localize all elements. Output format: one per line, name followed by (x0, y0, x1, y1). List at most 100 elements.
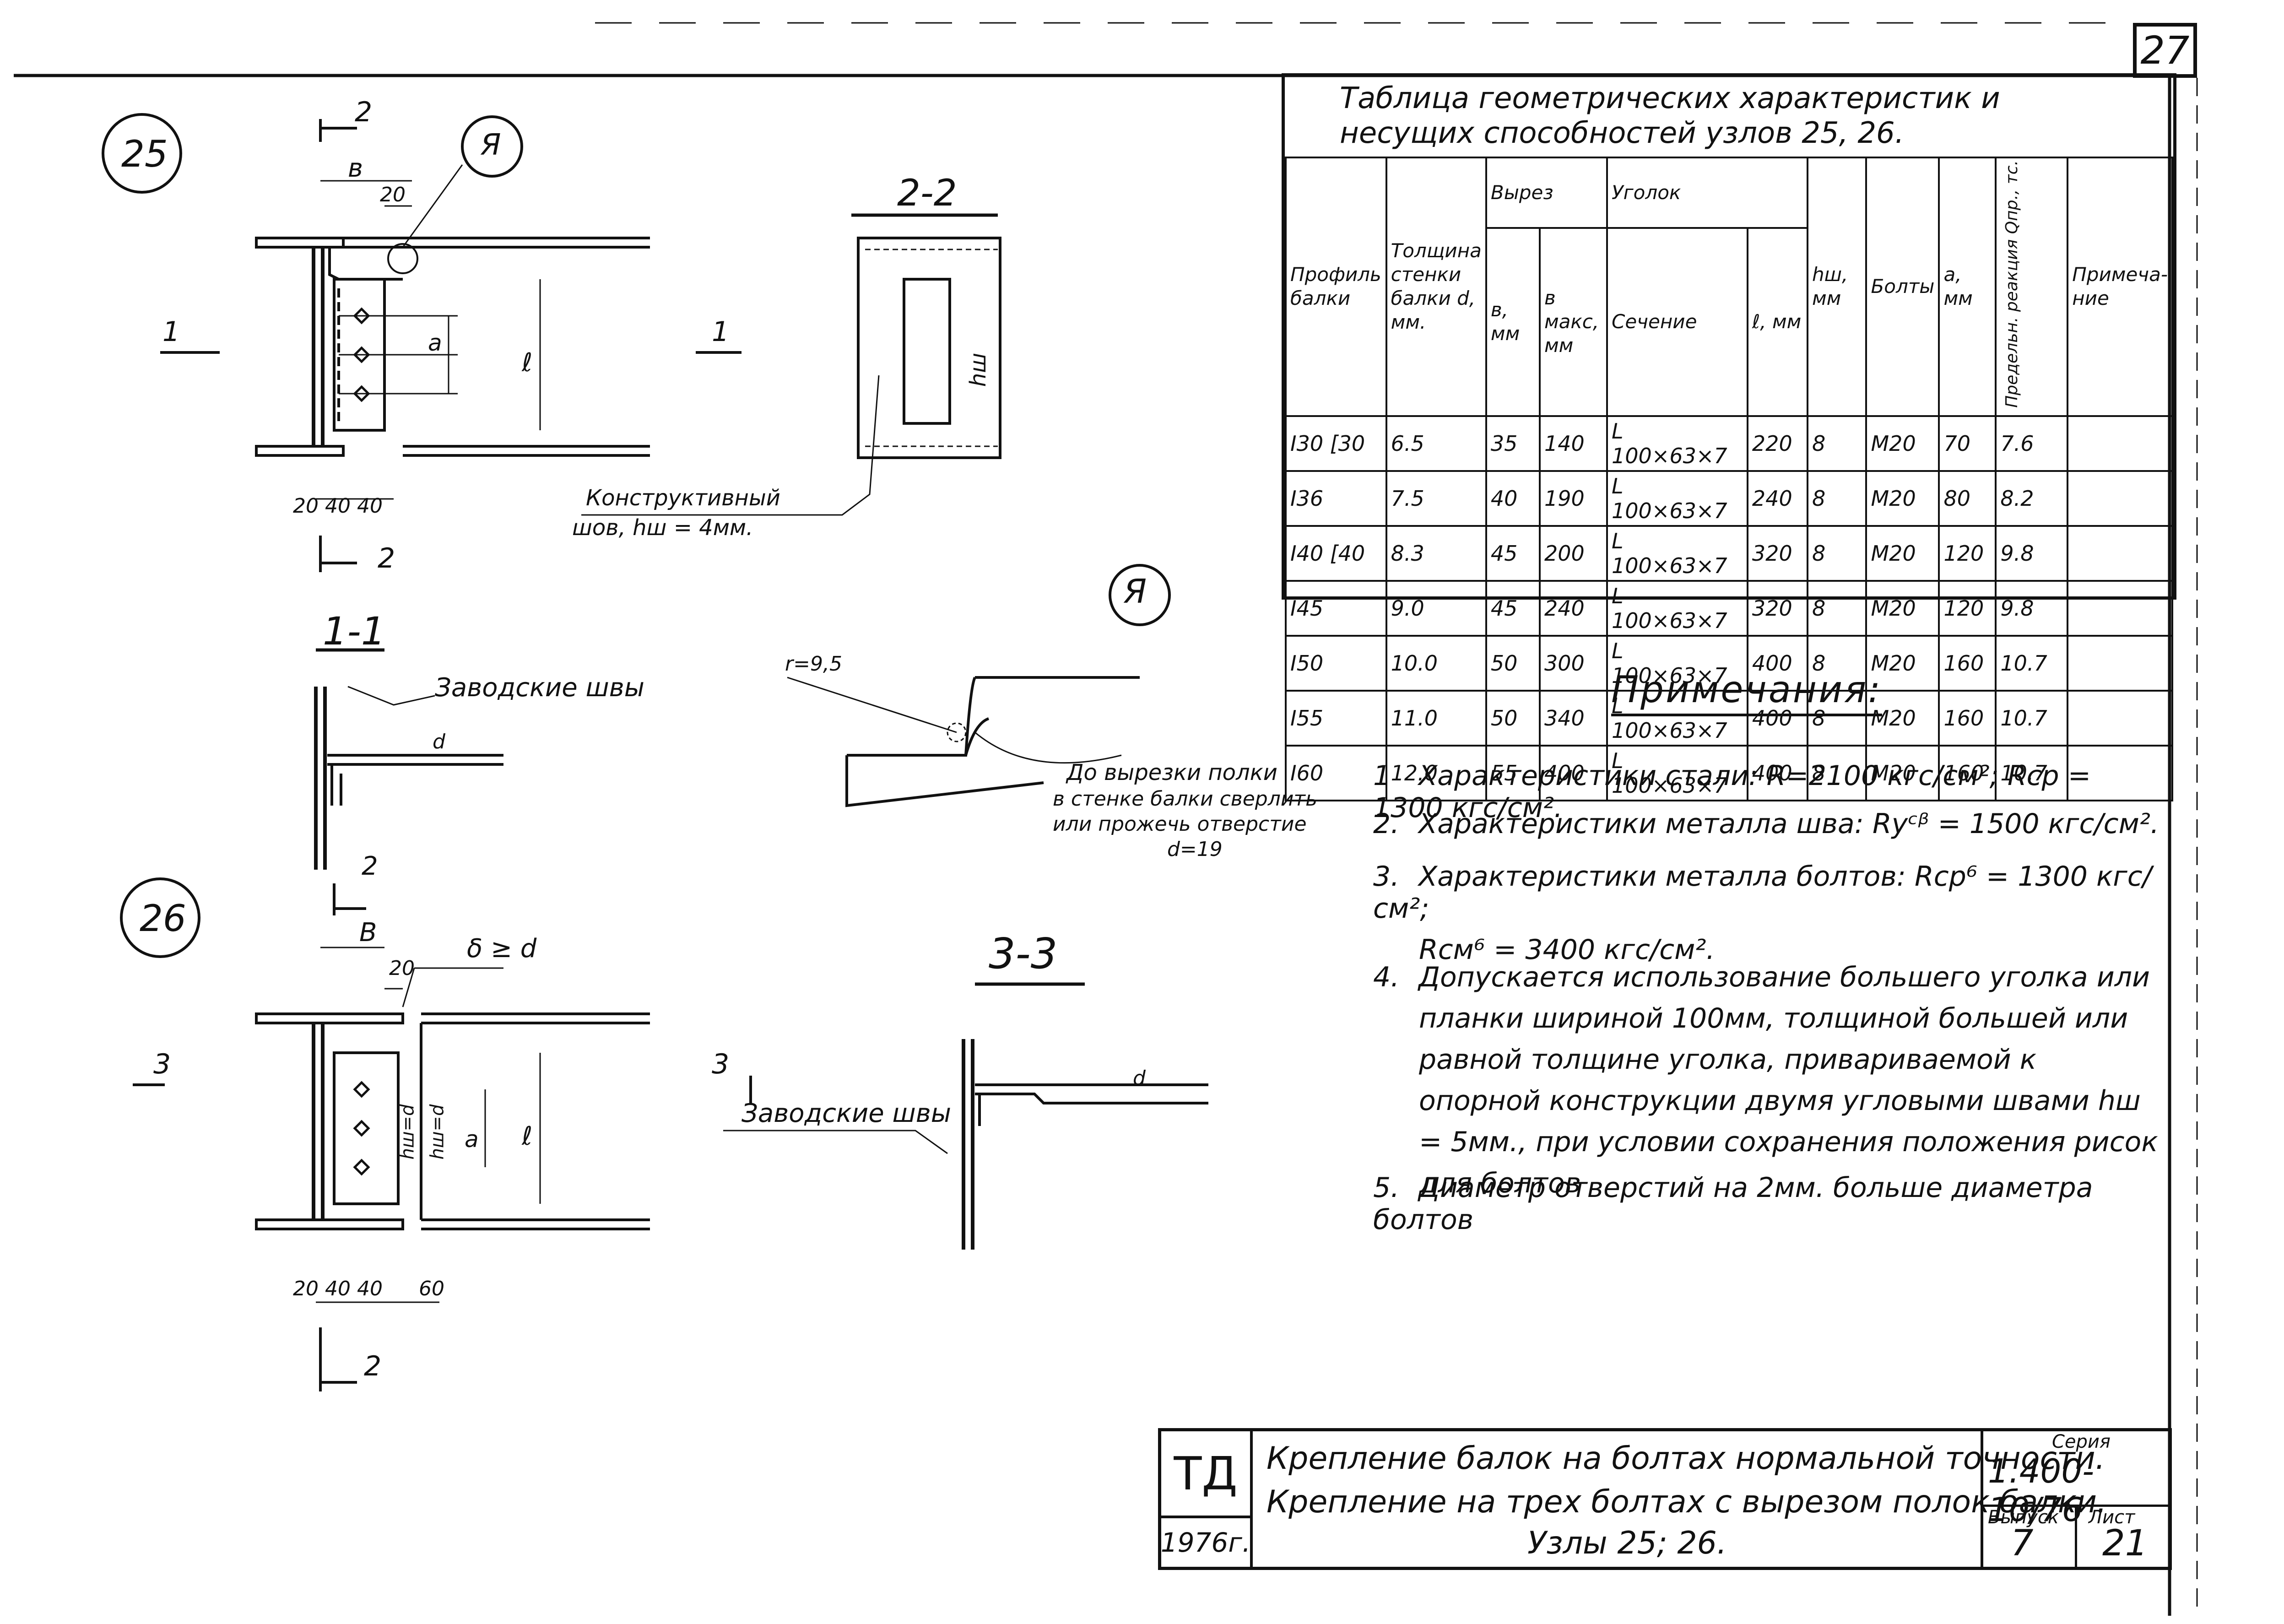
header-angle: Уголок (1606, 156, 1808, 229)
cell-b: 50 (1485, 634, 1541, 692)
title-block-code: ТД (1161, 1431, 1253, 1518)
header-note: Примеча- ние (2067, 157, 2173, 417)
dim-20-node25: 20 (380, 183, 406, 206)
issue-label: Выпуск (1988, 1507, 2059, 1528)
cell-a: 70 (1938, 415, 1997, 472)
cell-hw: 8 (1806, 744, 1867, 801)
table-title-line-1: Таблица геометрических характеристик и (1340, 81, 2000, 115)
issue-value: 7 (2011, 1523, 2034, 1564)
detail-a-label: Я (1124, 572, 1147, 611)
cell-profile: I36 (1285, 470, 1387, 527)
cell-q: 9.8 (1995, 579, 2069, 637)
cell-l: 400 (1746, 744, 1809, 801)
cell-a: 160 (1938, 634, 1997, 692)
section-3-3-title: 3-3 (989, 929, 1058, 978)
cell-d: 6.5 (1385, 415, 1487, 472)
cell-bolt: M20 (1865, 744, 1940, 801)
cell-a: 120 (1938, 525, 1997, 582)
cell-q: 10.7 (1995, 689, 2069, 747)
cell-b: 45 (1485, 525, 1541, 582)
sheet-value: 21 (2102, 1523, 2148, 1564)
section-mark-2-mid: 2 (362, 851, 378, 881)
cell-bmax: 140 (1538, 415, 1608, 472)
section-mark-3-right: 3 (712, 1048, 730, 1080)
cell-d: 12.0 (1385, 744, 1487, 801)
note-item: 5. Диаметр отверстий на 2мм. больше диам… (1373, 1172, 2160, 1236)
cell-profile: I45 (1285, 579, 1387, 637)
cell-note (2067, 470, 2173, 527)
factory-welds-label-1: Заводские швы (435, 673, 644, 703)
cell-d: 8.3 (1385, 525, 1487, 582)
detail-a-marker-circle (461, 115, 523, 178)
cell-bmax: 240 (1538, 579, 1608, 637)
cell-b: 40 (1485, 470, 1541, 527)
dim-a-node25: а (428, 330, 442, 356)
cell-profile: I30 [30 (1285, 415, 1387, 472)
cell-l: 400 (1746, 689, 1809, 747)
note-text-cont: Rсм⁶ = 3400 кгс/см². (1419, 934, 1715, 966)
cell-note (2067, 689, 2173, 747)
hw-d-label-1: hш=d (397, 1104, 418, 1160)
note-text-cont: планки шириной 100мм, толщиной большей и… (1419, 1002, 2158, 1199)
cell-note (2067, 415, 2173, 472)
section-2-2-title: 2-2 (897, 172, 957, 214)
section-mark-1-right: 1 (712, 316, 730, 348)
header-profile: Профиль балки (1285, 157, 1387, 417)
table-row: I36 7.5 40 190 L 100×63×7 240 8 M20 80 8… (1285, 470, 2173, 527)
cell-l: 320 (1746, 579, 1809, 637)
dim-20-node26: 20 (389, 957, 415, 980)
cell-a: 160 (1938, 689, 1997, 747)
cell-b: 50 (1485, 689, 1541, 747)
table-row: I55 11.0 50 340 L 100×63×7 400 8 M20 160… (1285, 689, 2173, 747)
section-mark-2-top: 2 (355, 96, 373, 128)
note-item: 4. Допускается использование большего уг… (1373, 957, 2160, 1204)
characteristics-grid: Профиль балки Толщина стенки балки d, мм… (1285, 156, 2173, 801)
section-mark-1-left: 1 (162, 316, 180, 348)
detail-a-circle (1109, 564, 1171, 626)
before-cut-note-2: в стенке балки сверлить (1053, 787, 1317, 811)
cell-bolt: M20 (1865, 525, 1940, 582)
cell-d: 7.5 (1385, 470, 1487, 527)
dim-b: в (348, 153, 363, 183)
header-limit: Предельн. реакция Qпр., тс. (1995, 157, 2069, 417)
dim-l-node26: ℓ (522, 1121, 533, 1151)
cell-profile: I40 [40 (1285, 525, 1387, 582)
table-row: I30 [30 6.5 35 140 L 100×63×7 220 8 M20 … (1285, 415, 2173, 472)
before-cut-note-3: или прожечь отверстие (1053, 812, 1307, 836)
title-block-right: Серия 1.400-10/76 Выпуск 7 Лист 21 (1981, 1431, 2169, 1567)
cell-bolt: M20 (1865, 634, 1940, 692)
header-thickness: Толщина стенки балки d, мм. (1385, 157, 1487, 417)
title-block: ТД 1976г. Крепление балок на болтах норм… (1158, 1428, 2172, 1570)
dim-60: 60 (419, 1277, 444, 1300)
header-cut-bmax: в макс, мм (1538, 227, 1608, 417)
header-hw: hш, мм (1806, 157, 1867, 417)
dim-B: В (359, 918, 377, 947)
dim-l-node25: ℓ (522, 348, 533, 378)
cell-profile: I60 (1285, 744, 1387, 801)
header-cut-b: в, мм (1485, 227, 1541, 417)
r95-label: r=9,5 (785, 652, 842, 676)
table-row: I60 12.0 55 400 L 100×63×7 400 8 M20 160… (1285, 744, 2173, 801)
title-line-2: Крепление на трех болтах с вырезом полок… (1266, 1484, 2107, 1520)
cell-section: L 100×63×7 (1606, 689, 1748, 747)
cell-q: 9.8 (1995, 525, 2069, 582)
cell-bmax: 400 (1538, 744, 1608, 801)
cell-profile: I55 (1285, 689, 1387, 747)
note-number: 4. (1373, 961, 1400, 993)
cell-note (2067, 744, 2173, 801)
cell-d: 10.0 (1385, 634, 1487, 692)
construct-weld-note-1: Конструктивный (586, 485, 780, 511)
table-row: I40 [40 8.3 45 200 L 100×63×7 320 8 M20 … (1285, 525, 2173, 582)
note-text: Диаметр отверстий на 2мм. больше диаметр… (1373, 1172, 2093, 1236)
cell-section: L 100×63×7 (1606, 525, 1748, 582)
factory-welds-label-2: Заводские швы (741, 1099, 951, 1128)
cell-b: 45 (1485, 579, 1541, 637)
characteristics-table: Таблица геометрических характеристик и н… (1282, 73, 2176, 801)
note-item: 2. Характеристики металла шва: Rуᶜᵝ = 15… (1373, 808, 2160, 840)
cell-l: 400 (1746, 634, 1809, 692)
table-title-line-2: несущих способностей узлов 25, 26. (1340, 116, 1905, 150)
cell-bolt: M20 (1865, 689, 1940, 747)
cell-b: 35 (1485, 415, 1541, 472)
cell-d: 9.0 (1385, 579, 1487, 637)
